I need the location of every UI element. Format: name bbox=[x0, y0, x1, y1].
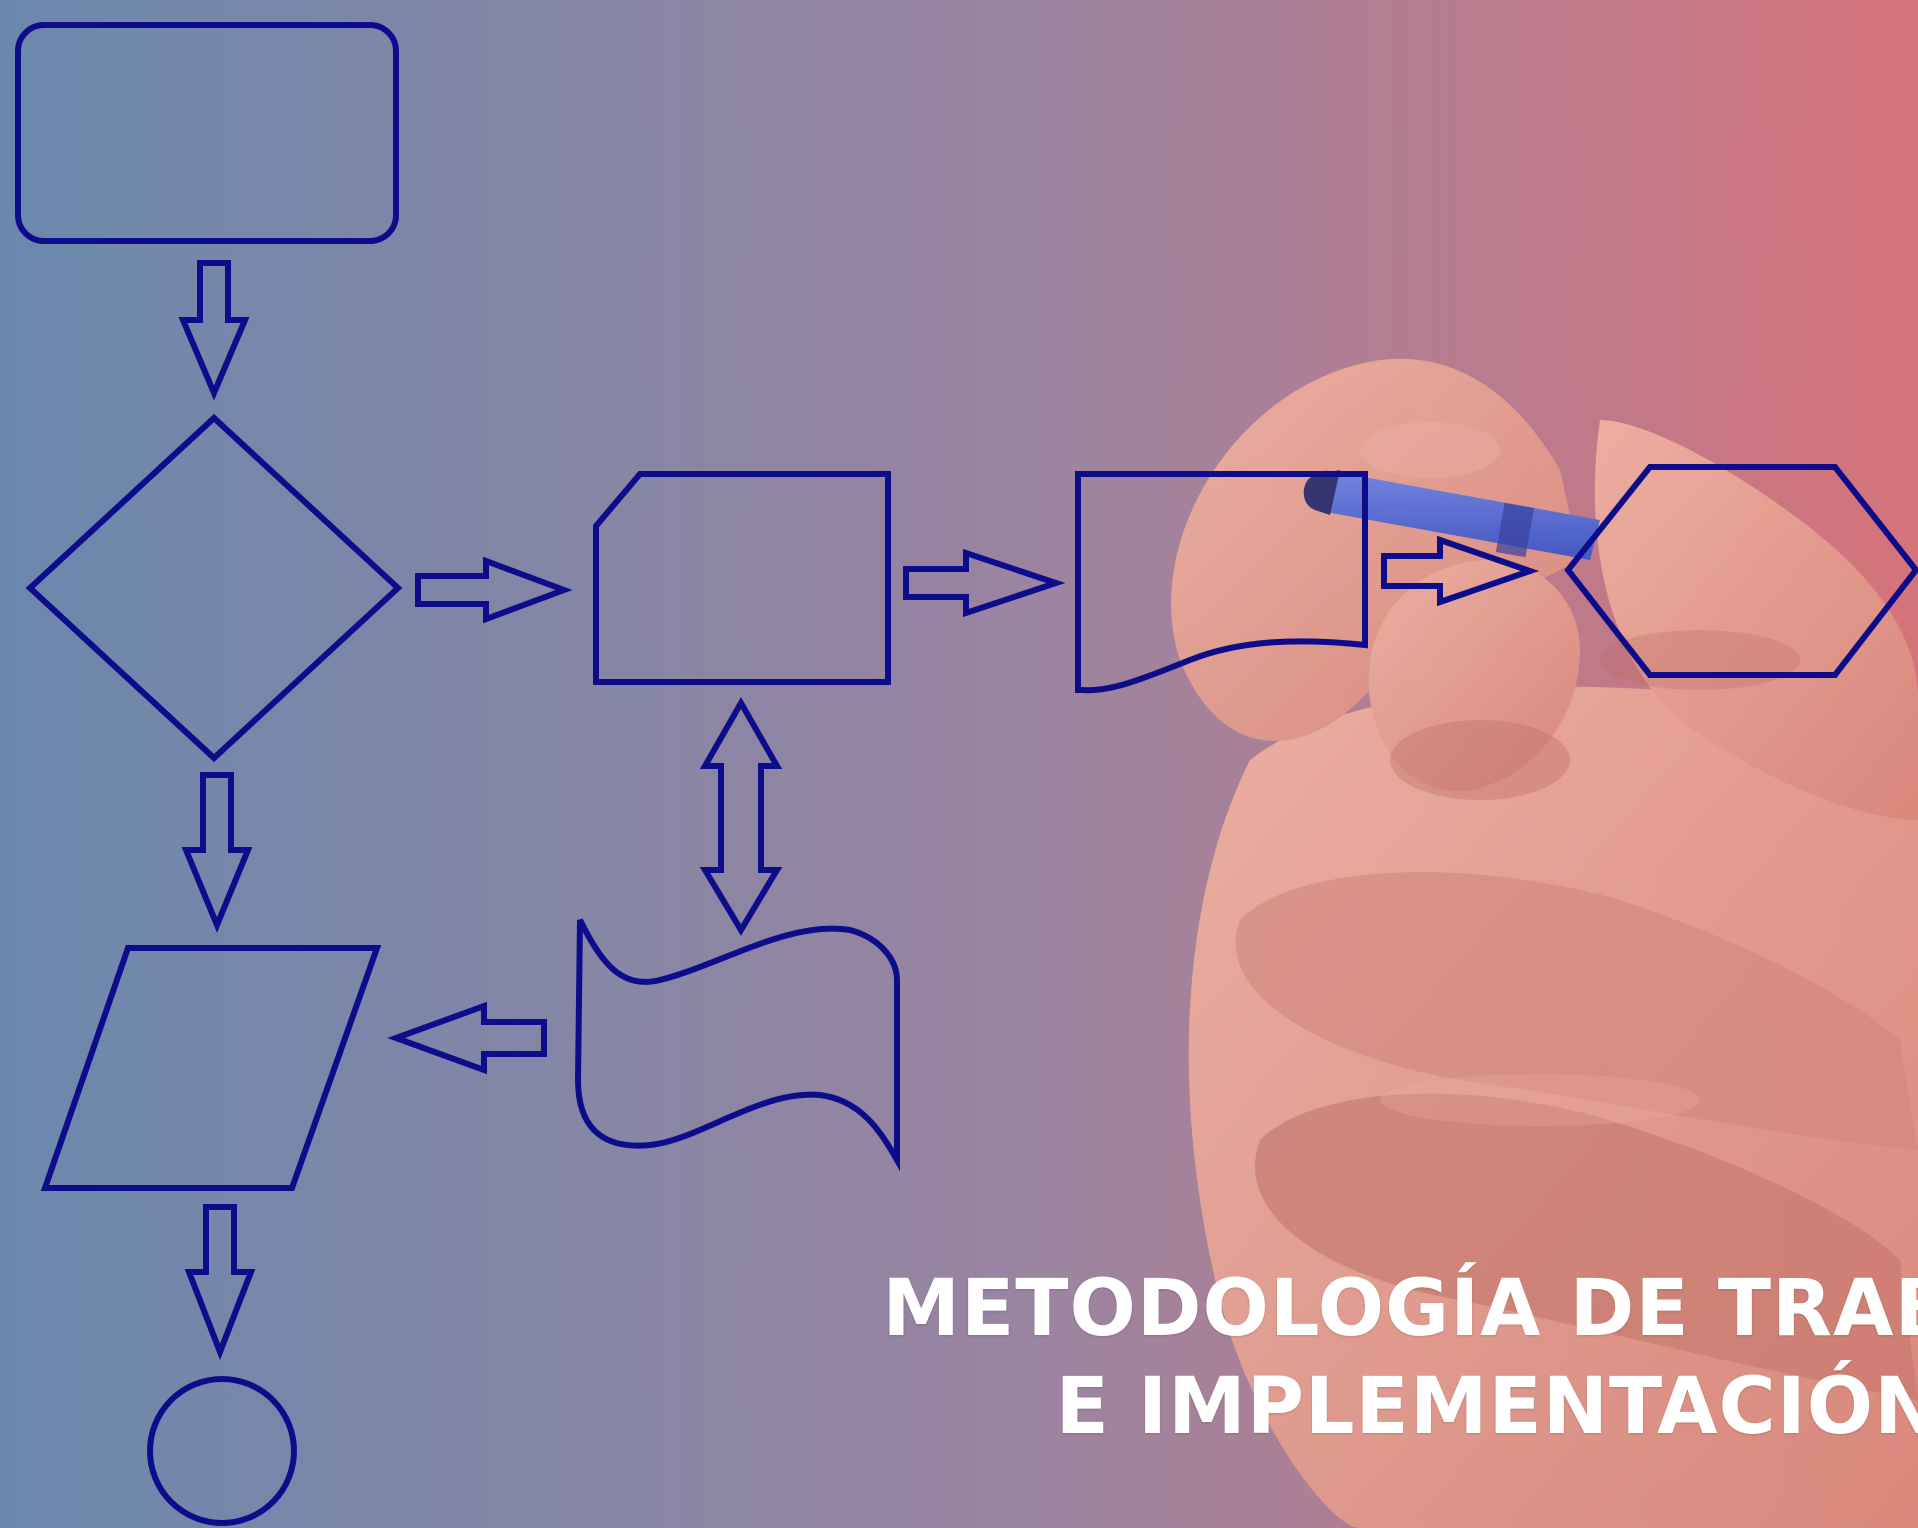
headline: METODOLOGÍA DE TRABAJO E IMPLEMENTACIÓN bbox=[848, 1260, 1918, 1456]
flowchart-decision-diamond bbox=[25, 413, 403, 763]
arrow-right-icon bbox=[1381, 535, 1540, 607]
arrow-down-icon bbox=[181, 772, 253, 933]
double-arrow-vertical-icon bbox=[699, 696, 783, 936]
arrow-down-icon bbox=[178, 260, 250, 401]
flowchart-preparation-hexagon bbox=[1564, 464, 1918, 678]
flowchart-start-terminator bbox=[15, 22, 399, 244]
arrow-down-icon bbox=[184, 1204, 256, 1361]
headline-line-1: METODOLOGÍA DE TRABAJO bbox=[882, 1264, 1918, 1354]
hand-holding-marker-image bbox=[1171, 358, 1918, 1528]
arrow-left-icon bbox=[387, 1001, 547, 1075]
flowchart-data-parallelogram bbox=[40, 945, 382, 1191]
arrow-right-icon bbox=[903, 548, 1066, 618]
headline-line-2: E IMPLEMENTACIÓN bbox=[1055, 1362, 1918, 1452]
flowchart-manual-input bbox=[593, 471, 891, 685]
flowchart-end-circle bbox=[147, 1376, 297, 1526]
marker-pen bbox=[1303, 470, 1600, 560]
flowchart-punched-tape bbox=[574, 918, 900, 1172]
flowchart-document bbox=[1075, 471, 1368, 694]
arrow-right-icon bbox=[415, 556, 573, 624]
